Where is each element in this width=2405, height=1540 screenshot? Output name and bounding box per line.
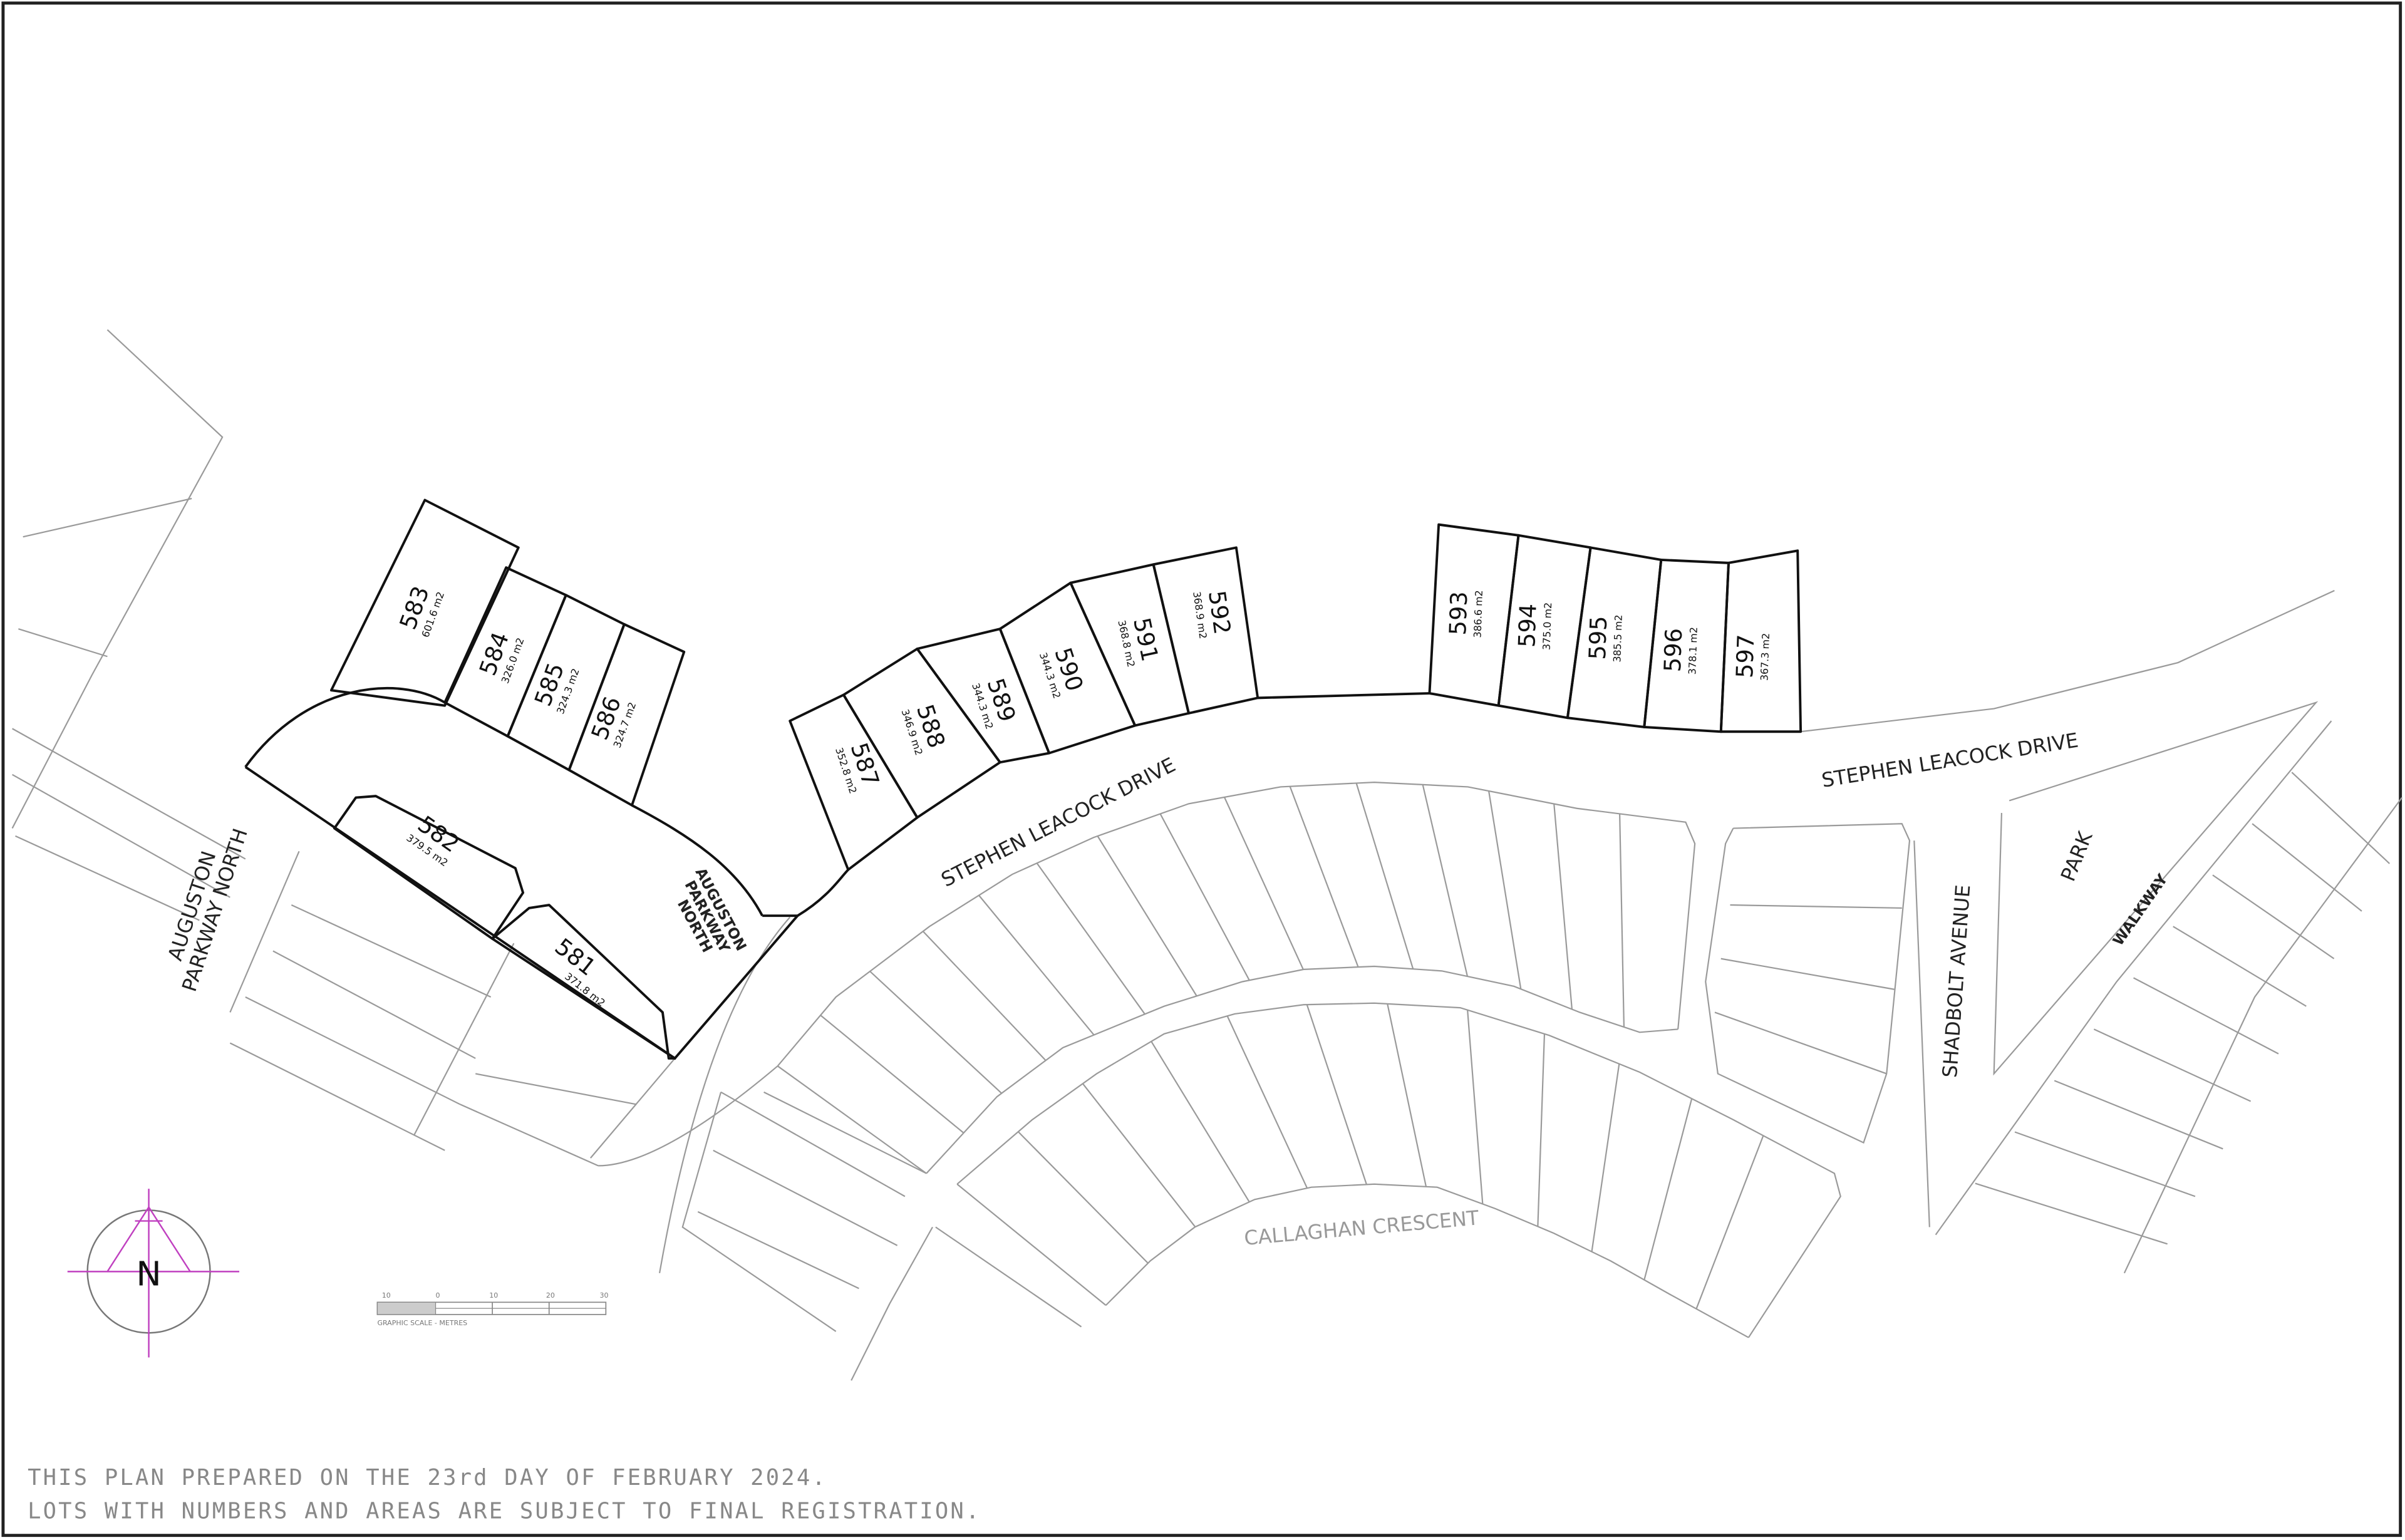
auguston-boundary (244, 765, 800, 1060)
lot-number: 593 (1444, 591, 1472, 636)
lot-area: 386.6 m2 (1471, 590, 1485, 638)
walkway-lot-divider (2252, 823, 2362, 912)
lot-divider (1537, 1033, 1546, 1227)
lots-587-592 (789, 546, 1259, 871)
lot-divider (1306, 1004, 1368, 1185)
lot-divider (1422, 784, 1469, 977)
scale-tick: 20 (546, 1291, 555, 1300)
lot-divider (1223, 797, 1304, 970)
lot-divider (922, 931, 1047, 1062)
lot-number: 596 (1659, 628, 1687, 673)
scale-tick: 0 (436, 1291, 440, 1300)
walkway-lot-divider (2173, 926, 2307, 1007)
graphic-scale: 10 0 10 20 30 GRAPHIC SCALE - METRES (376, 1291, 609, 1327)
lot-divider (1467, 1010, 1484, 1204)
lot-divider (1018, 1131, 1149, 1264)
lot-divider (1553, 804, 1573, 1010)
walkway-lot-divider (2054, 1080, 2223, 1150)
lot-divider (1591, 1063, 1620, 1252)
north-arrow-icon: N (67, 1189, 240, 1358)
lot-divider (1151, 1041, 1250, 1202)
scale-caption: GRAPHIC SCALE - METRES (377, 1319, 467, 1327)
lots-593-597 (1428, 523, 1802, 733)
lots-581-582 (333, 795, 676, 1060)
lot-divider (1387, 1003, 1427, 1187)
lot-divider (1619, 814, 1625, 1027)
lot-divider (869, 971, 1002, 1094)
lot-outline (1152, 546, 1259, 715)
scale-tick: 10 (382, 1291, 391, 1300)
cul-de-sac-east-boundary (631, 804, 763, 917)
lot-number: 594 (1513, 603, 1541, 648)
walkway-lot-divider (2093, 1028, 2252, 1102)
lot-area: 385.5 m2 (1611, 614, 1625, 663)
lot-divider (1643, 1098, 1693, 1280)
walkway-lot-divider (2212, 874, 2335, 959)
lot-divider (820, 1015, 965, 1134)
walkway-lot-divider (2133, 977, 2279, 1055)
existing-lots (11, 329, 2402, 1381)
walkway-lot-divider (2014, 1131, 2196, 1197)
lot-divider (1355, 783, 1414, 969)
lot-divider (1289, 786, 1359, 968)
lot-area: 367.3 m2 (1758, 633, 1772, 681)
footer-registration-note: LOTS WITH NUMBERS AND AREAS ARE SUBJECT … (28, 1499, 981, 1524)
lot-divider (1695, 1135, 1764, 1310)
lot-area: 378.1 m2 (1686, 627, 1700, 675)
lot-divider (1036, 862, 1146, 1015)
lot-number: 592 (1203, 589, 1236, 636)
lots-583-586 (330, 499, 686, 807)
lot-divider (1159, 813, 1250, 981)
lot-area: 375.0 m2 (1541, 602, 1554, 651)
walkway-lot-divider (1975, 1182, 2168, 1245)
lot-divider (1226, 1015, 1308, 1189)
walkway-lot-divider (2291, 772, 2391, 864)
scale-tick: 10 (489, 1291, 498, 1300)
footer-prepared-date: THIS PLAN PREPARED ON THE 23rd DAY OF FE… (28, 1465, 827, 1491)
lot-number: 595 (1584, 616, 1612, 661)
scale-tick: 30 (600, 1291, 609, 1300)
lot-divider (1082, 1083, 1196, 1227)
lot-divider (978, 894, 1095, 1036)
lot-divider (1097, 835, 1197, 996)
lot-divider (1487, 790, 1522, 990)
lot-outline (1719, 549, 1802, 733)
lot-number: 597 (1731, 634, 1759, 679)
north-label: N (136, 1254, 161, 1293)
stephen-leacock-north-edge (797, 869, 849, 917)
